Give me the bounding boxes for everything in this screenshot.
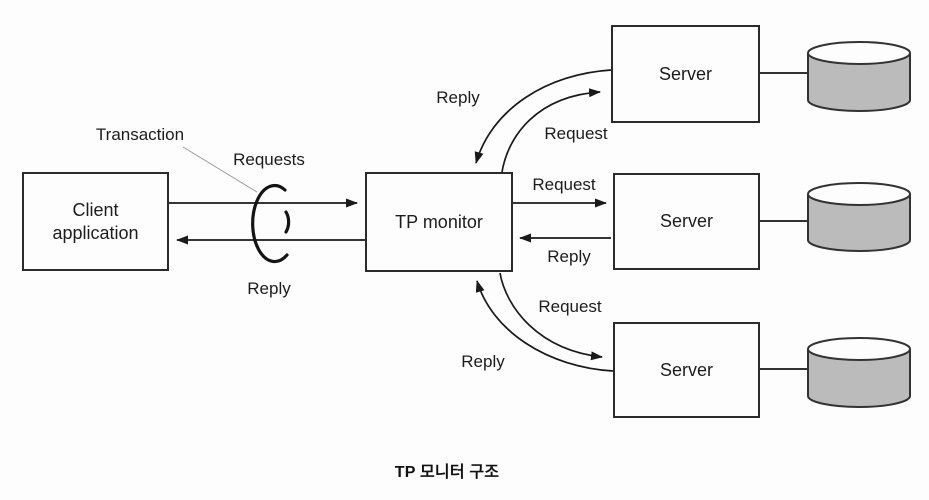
requests-label: Requests bbox=[233, 150, 305, 169]
request-top-label: Request bbox=[544, 124, 608, 143]
tp-monitor-box: TP monitor bbox=[365, 172, 513, 272]
transaction-loop-inner-dash bbox=[284, 210, 291, 234]
database-icon bbox=[807, 41, 911, 112]
server-box-bottom: Server bbox=[613, 322, 760, 418]
server-box-top: Server bbox=[611, 25, 760, 123]
reply-client-label: Reply bbox=[247, 279, 291, 298]
request-bottom-label: Request bbox=[538, 297, 602, 316]
reply-middle-label: Reply bbox=[547, 247, 591, 266]
transaction-loop-icon bbox=[251, 183, 289, 264]
reply-top-label: Reply bbox=[436, 88, 480, 107]
reply-from-top-server-arrow bbox=[474, 69, 612, 164]
request-middle-label: Request bbox=[532, 175, 596, 194]
database-icon bbox=[807, 182, 911, 252]
database-icon bbox=[807, 337, 911, 408]
reply-bottom-label: Reply bbox=[461, 352, 505, 371]
diagram-caption: TP 모니터 구조 bbox=[394, 464, 500, 481]
client-application-box: Client application bbox=[22, 172, 169, 271]
server-box-middle: Server bbox=[613, 173, 760, 270]
transaction-label: Transaction bbox=[95, 125, 185, 144]
